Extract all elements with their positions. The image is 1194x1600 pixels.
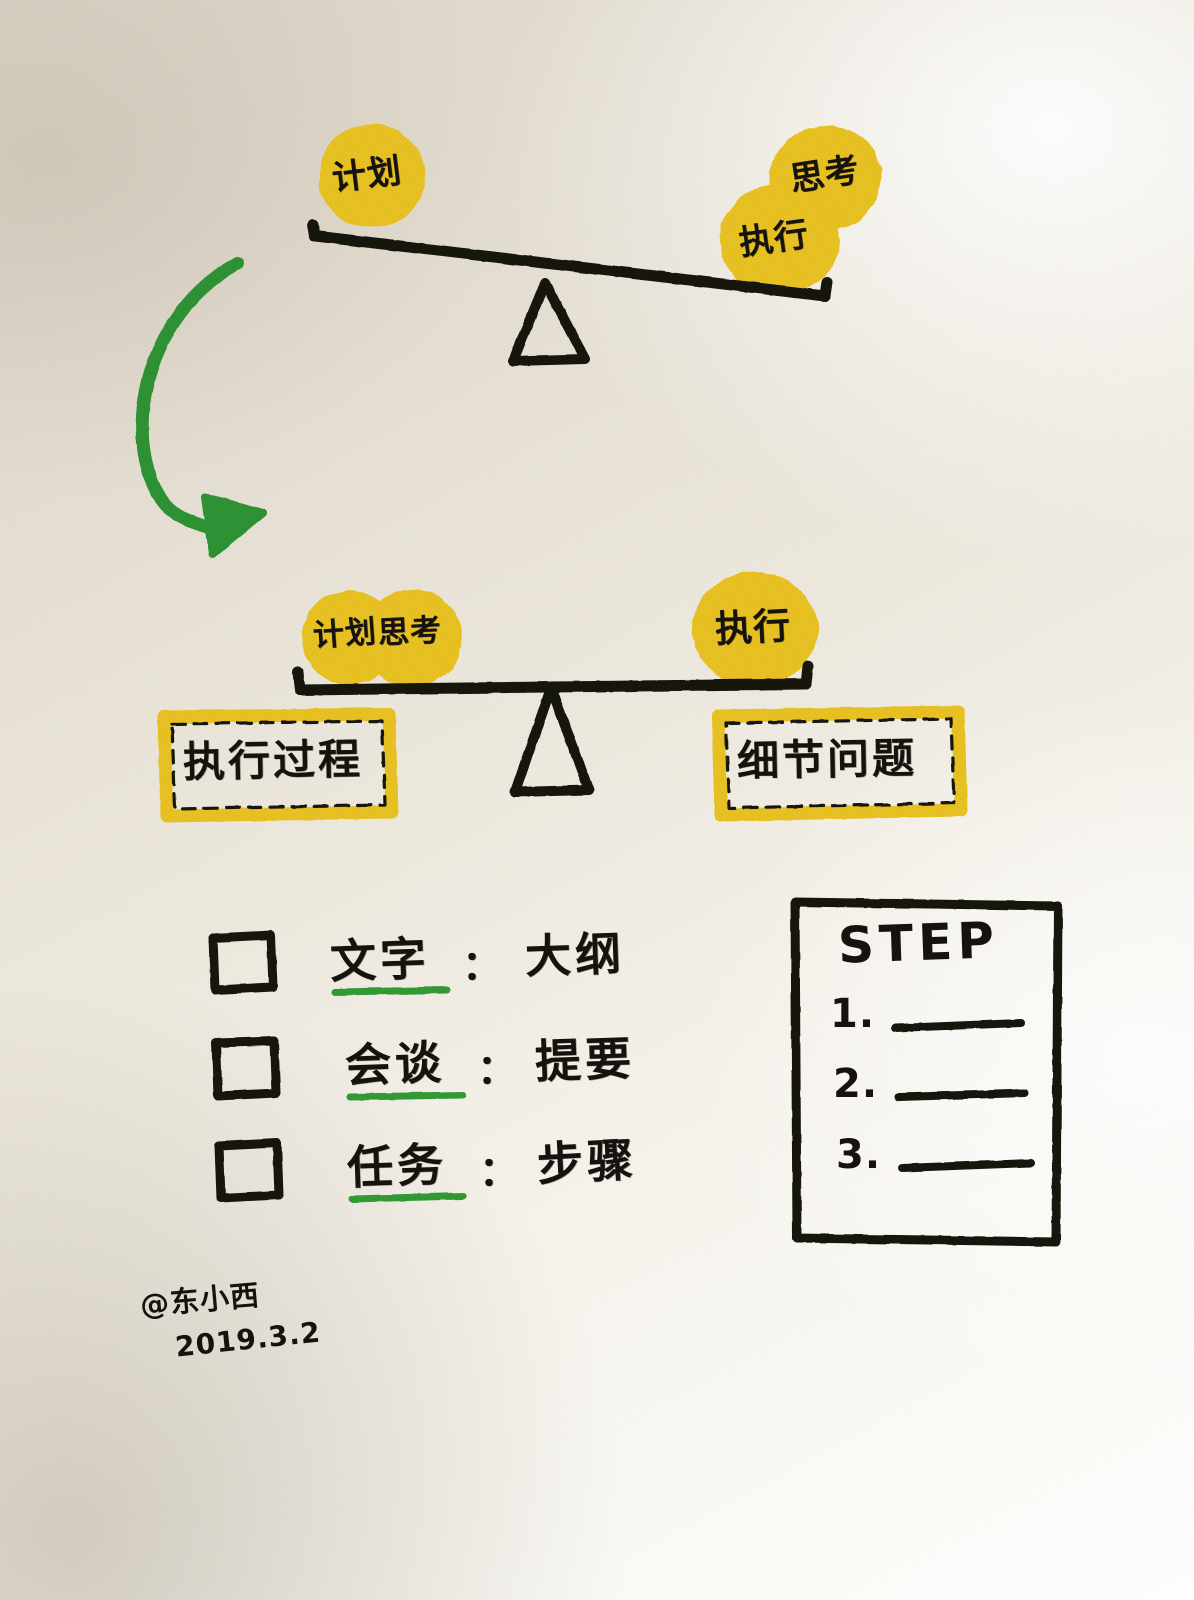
step-line-3 xyxy=(898,1159,1035,1172)
seesaw-endcap-left-top xyxy=(307,219,321,242)
box-detail-issues-border xyxy=(711,705,968,822)
step-blank-lines xyxy=(891,1019,1035,1172)
label-plan-top: 计划 xyxy=(329,150,405,200)
step-item-number-2: 2. xyxy=(833,1061,879,1107)
arrow-head xyxy=(201,493,267,558)
green-underlines xyxy=(331,986,467,1203)
checklist-term-1: 文字 xyxy=(329,931,431,989)
label-think-top: 思考 xyxy=(787,149,863,201)
seesaw-balanced xyxy=(292,660,814,797)
top-seesaw-bubbles xyxy=(319,124,882,296)
step-item-number-1: 1. xyxy=(830,991,876,1037)
label-detail-issues: 细节问题 xyxy=(736,733,918,786)
checklist-result-3: 步骤 xyxy=(535,1132,639,1192)
green-curved-down-arrow xyxy=(135,256,267,558)
underline-row-2 xyxy=(346,1091,467,1101)
checklist-term-3: 任务 xyxy=(346,1137,448,1195)
step-card-title: STEP xyxy=(837,911,1000,975)
checklist-boxes xyxy=(208,930,284,1203)
seesaw-beam-top xyxy=(309,230,831,302)
arrow-shaft xyxy=(135,256,245,541)
step-line-2 xyxy=(895,1089,1029,1101)
label-think-bottom: 思考 xyxy=(377,612,443,652)
box-execution-process-border xyxy=(157,707,399,823)
label-execute-bottom: 执行 xyxy=(713,604,793,651)
bubble-execute-bottom xyxy=(692,572,818,686)
checklist-result-2: 提要 xyxy=(534,1031,636,1089)
seesaw-unbalanced xyxy=(307,219,833,366)
label-execute-top: 执行 xyxy=(736,214,812,264)
label-execution-process: 执行过程 xyxy=(182,734,364,787)
checkbox-row-1[interactable] xyxy=(208,930,278,995)
step-item-number-3: 3. xyxy=(836,1132,882,1178)
step-card xyxy=(790,897,1063,1247)
checklist-colon-1: ： xyxy=(462,943,502,989)
box-detail-issues-dashes xyxy=(724,717,956,810)
checklist-result-1: 大纲 xyxy=(524,926,626,984)
checklist-term-2: 会谈 xyxy=(344,1035,446,1093)
box-execution-process-dashes xyxy=(170,719,387,811)
step-line-1 xyxy=(891,1019,1025,1032)
box-dashed-outlines xyxy=(170,717,956,811)
seesaw-endcap-left-bottom xyxy=(292,666,306,696)
label-plan-bottom: 计划 xyxy=(311,613,379,655)
bubble-think-bottom xyxy=(362,590,462,686)
step-card-border xyxy=(790,897,1063,1247)
underline-row-3 xyxy=(348,1192,467,1203)
checkbox-row-3[interactable] xyxy=(214,1138,284,1203)
seesaw-endcap-right-bottom xyxy=(800,660,814,690)
seesaw-fulcrum-bottom xyxy=(510,683,594,797)
seesaw-endcap-right-top xyxy=(819,276,833,302)
seesaw-fulcrum-top xyxy=(508,278,590,366)
checkbox-row-2[interactable] xyxy=(211,1036,281,1101)
yellow-boxes xyxy=(157,705,968,823)
bottom-seesaw-bubbles xyxy=(302,572,818,686)
checklist-colon-2: ： xyxy=(477,1047,517,1093)
underline-row-1 xyxy=(331,986,451,996)
bubble-plan-top xyxy=(319,124,425,228)
bubble-execute-top xyxy=(719,184,839,296)
checklist-colon-3: ： xyxy=(479,1149,519,1195)
